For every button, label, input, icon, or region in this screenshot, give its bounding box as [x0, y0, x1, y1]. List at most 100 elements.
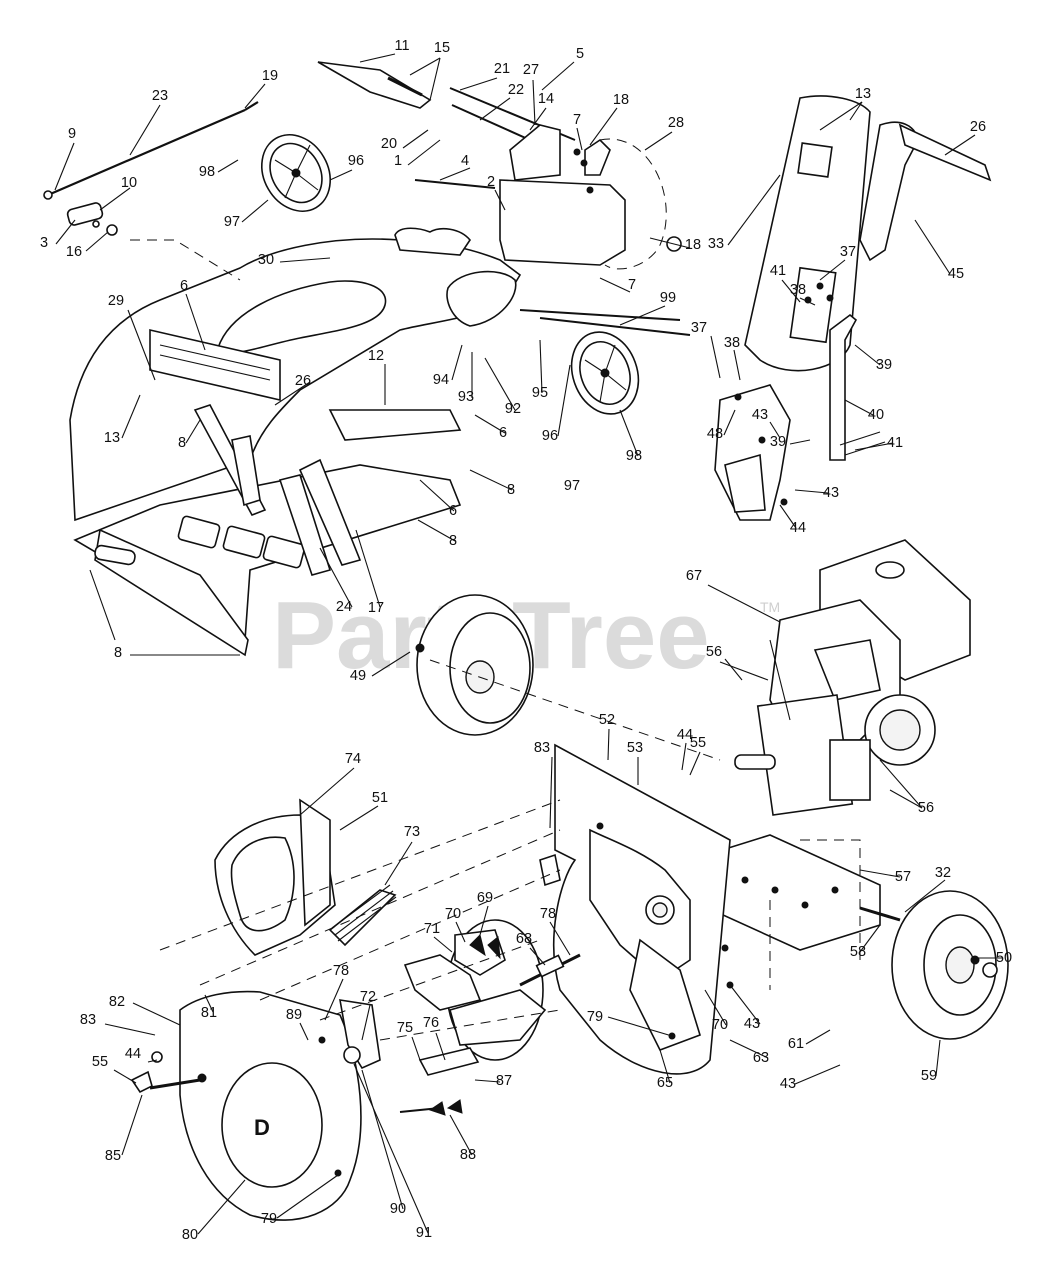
- callout-21: 21: [494, 61, 510, 77]
- engine: [734, 539, 971, 816]
- callout-99: 99: [660, 290, 676, 306]
- callout-83: 83: [534, 740, 550, 756]
- hopper-support-braces: [193, 404, 462, 576]
- small-wheel-lower: [570, 331, 640, 415]
- discharge-chute: [744, 95, 992, 372]
- chipper-blade-hub: [403, 919, 581, 1061]
- rotor-housing: [539, 743, 734, 1075]
- callout-13: 13: [104, 430, 120, 446]
- callout-8: 8: [449, 533, 457, 549]
- callout-15: 15: [434, 40, 450, 56]
- callout-43: 43: [780, 1076, 796, 1092]
- callout-17: 17: [368, 600, 384, 616]
- callout-85: 85: [105, 1148, 121, 1164]
- watermark-trademark: TM: [760, 599, 780, 615]
- callout-69: 69: [477, 890, 493, 906]
- callout-58: 58: [850, 944, 866, 960]
- callout-92: 92: [505, 401, 521, 417]
- callout-5: 5: [576, 46, 584, 62]
- callout-49: 49: [350, 668, 366, 684]
- small-wheel-upper: [261, 134, 331, 212]
- callout-18: 18: [613, 92, 629, 108]
- callout-79: 79: [261, 1211, 277, 1227]
- callout-2: 2: [487, 174, 495, 190]
- callout-20: 20: [381, 136, 397, 152]
- large-wheel-right: [891, 890, 1009, 1040]
- callout-93: 93: [458, 389, 474, 405]
- callout-43: 43: [744, 1016, 760, 1032]
- chipper-knife-assembly: [399, 1047, 480, 1116]
- axle-shaft: [859, 906, 901, 922]
- callout-68: 68: [516, 931, 532, 947]
- side-cover: [179, 990, 362, 1221]
- hopper-housing: [69, 227, 522, 522]
- callout-41: 41: [770, 263, 786, 279]
- callout-3: 3: [40, 235, 48, 251]
- callout-44: 44: [790, 520, 806, 536]
- callout-57: 57: [895, 869, 911, 885]
- callout-43: 43: [823, 485, 839, 501]
- callout-33: 33: [708, 236, 724, 252]
- callout-38: 38: [724, 335, 740, 351]
- callout-55: 55: [690, 735, 706, 751]
- callout-27: 27: [523, 62, 539, 78]
- hopper-base-plate: [73, 464, 462, 657]
- callout-63: 63: [753, 1050, 769, 1066]
- callout-82: 82: [109, 994, 125, 1010]
- callout-97: 97: [224, 214, 240, 230]
- callout-44: 44: [677, 727, 693, 743]
- callout-14: 14: [538, 91, 554, 107]
- callout-39: 39: [770, 434, 786, 450]
- callout-39: 39: [876, 357, 892, 373]
- callout-43: 43: [752, 407, 768, 423]
- callout-67: 67: [686, 568, 702, 584]
- callout-55: 55: [92, 1054, 108, 1070]
- callout-30: 30: [258, 252, 274, 268]
- shift-rod: [43, 101, 259, 200]
- callout-73: 73: [404, 824, 420, 840]
- callout-74: 74: [345, 751, 361, 767]
- callout-96: 96: [348, 153, 364, 169]
- callout-71: 71: [424, 921, 440, 937]
- chute-support-rod: [829, 313, 858, 461]
- callout-6: 6: [499, 425, 507, 441]
- callout-76: 76: [423, 1015, 439, 1031]
- leader-lines: [54, 53, 1002, 1235]
- callout-97: 97: [564, 478, 580, 494]
- callout-87: 87: [496, 1073, 512, 1089]
- callout-80: 80: [182, 1227, 198, 1243]
- callout-32: 32: [935, 865, 951, 881]
- callout-75: 75: [397, 1020, 413, 1036]
- callout-40: 40: [868, 407, 884, 423]
- callout-56: 56: [706, 644, 722, 660]
- callout-37: 37: [840, 244, 856, 260]
- callout-6: 6: [449, 503, 457, 519]
- callout-61: 61: [788, 1036, 804, 1052]
- large-wheel-left: [415, 594, 534, 736]
- callout-78: 78: [540, 906, 556, 922]
- callout-81: 81: [201, 1005, 217, 1021]
- callout-10: 10: [121, 175, 137, 191]
- callout-70: 70: [712, 1017, 728, 1033]
- callout-88: 88: [460, 1147, 476, 1163]
- callout-78: 78: [333, 963, 349, 979]
- callout-28: 28: [668, 115, 684, 131]
- callout-72: 72: [360, 989, 376, 1005]
- callout-83: 83: [80, 1012, 96, 1028]
- callout-23: 23: [152, 88, 168, 104]
- callout-24: 24: [336, 599, 352, 615]
- cover-knob-bolt: [130, 1051, 201, 1094]
- callout-8: 8: [114, 645, 122, 661]
- callout-11: 11: [394, 38, 409, 54]
- callout-48: 48: [707, 426, 723, 442]
- cover-hinge-plate: [339, 999, 381, 1070]
- callout-8: 8: [178, 435, 186, 451]
- callout-26: 26: [970, 119, 986, 135]
- callout-95: 95: [532, 385, 548, 401]
- axle-bracket: [499, 124, 626, 266]
- screen-bars: [328, 884, 397, 947]
- callout-4: 4: [461, 153, 469, 169]
- callout-70: 70: [445, 906, 461, 922]
